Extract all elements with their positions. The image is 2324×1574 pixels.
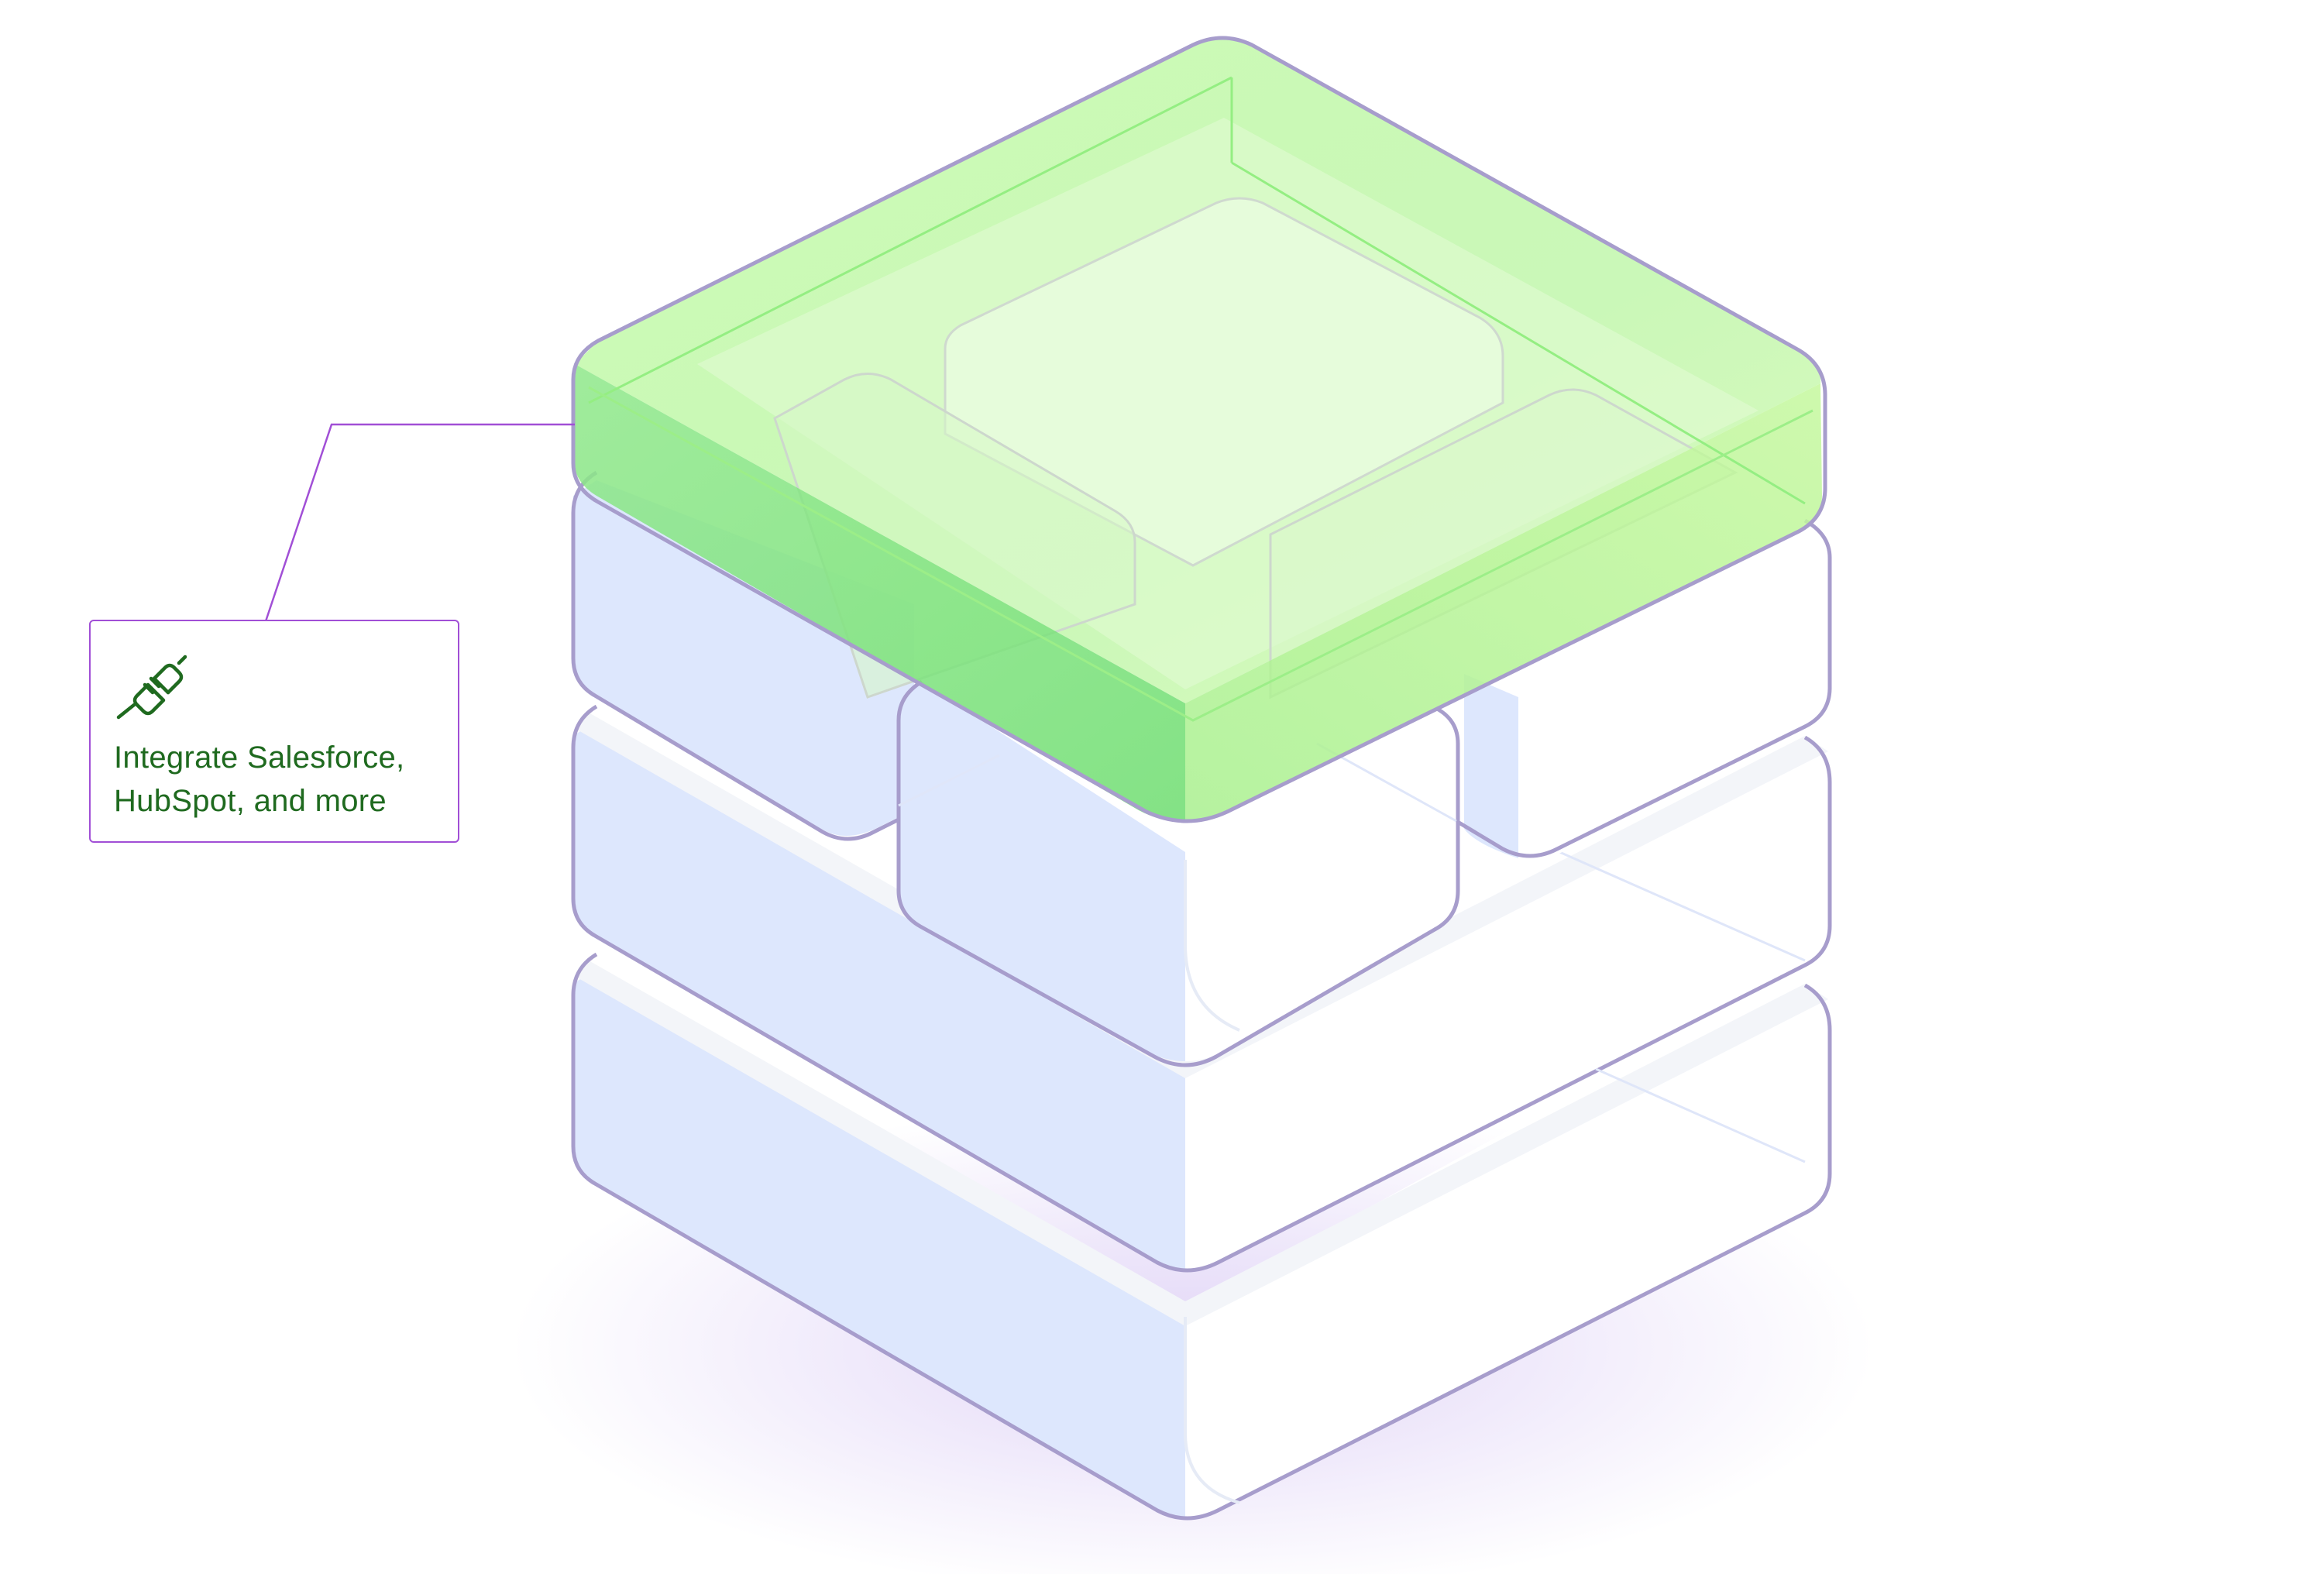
plug-icon xyxy=(114,649,187,722)
callout-text: Integrate Salesforce, HubSpot, and more xyxy=(114,736,447,823)
callout-line-2: HubSpot, and more xyxy=(114,779,447,823)
callout-line-1: Integrate Salesforce, xyxy=(114,736,447,779)
integrations-callout: Integrate Salesforce, HubSpot, and more xyxy=(89,620,459,843)
callout-connector-line xyxy=(266,424,575,621)
